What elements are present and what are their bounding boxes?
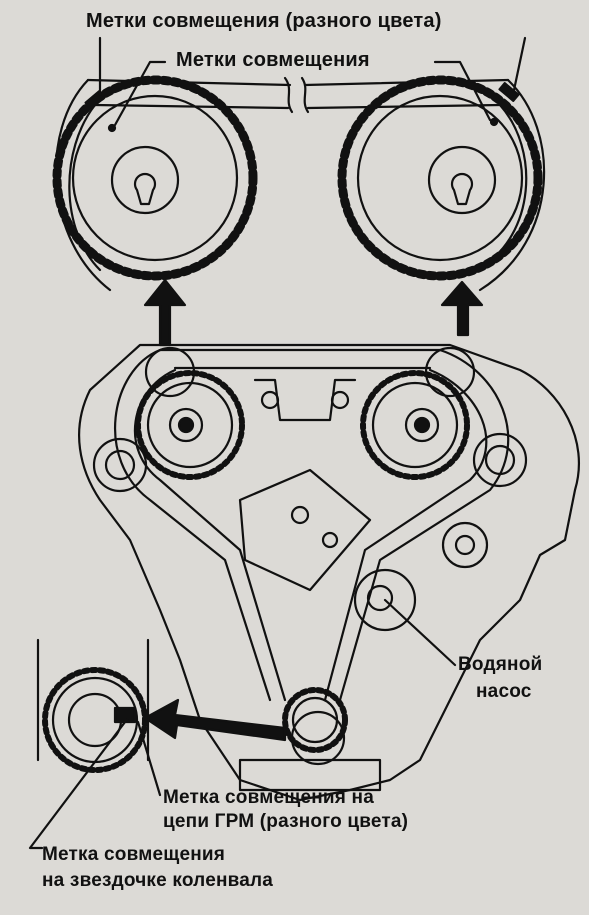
center-bolt-1: [260, 390, 280, 410]
left-chain-top-inner: [93, 103, 290, 110]
inset-sprocket-teeth: [42, 667, 148, 773]
chain-break-right: [300, 76, 310, 114]
inset-colored-link: [113, 706, 137, 724]
label-top-marks-colored: Метки совмещения (разного цвета): [86, 10, 442, 32]
right-cam-sprocket: [360, 370, 470, 480]
up-arrow-left: [143, 278, 187, 347]
label-chain-mark-line2: цепи ГРМ (разного цвета): [163, 811, 409, 832]
leader-crank-mark: [28, 716, 130, 850]
top-detail-view: [52, 36, 546, 292]
crank-inset: [28, 638, 162, 850]
up-arrow-right: [440, 280, 484, 337]
right-idler: [472, 432, 528, 488]
leader-top-marks-right: [433, 60, 492, 122]
label-crank-mark-line2: на звездочке коленвала: [42, 870, 274, 891]
water-pump: [353, 521, 489, 632]
left-idler: [92, 437, 148, 493]
leader-chain-mark: [136, 720, 162, 797]
center-body: [238, 468, 372, 592]
leader-top-marks-left: [113, 60, 167, 127]
left-arrow: [143, 698, 287, 742]
right-chain-upper: [478, 103, 528, 270]
center-bolt-4: [321, 531, 339, 549]
left-cam-sprocket: [135, 370, 245, 480]
label-top-marks: Метки совмещения: [176, 49, 370, 71]
right-sprocket-dot-mark: [489, 117, 499, 127]
right-chain-top-inner: [306, 103, 502, 110]
left-mark-callout: [144, 346, 196, 398]
right-mark-callout: [424, 346, 476, 398]
center-bolt-2: [330, 390, 350, 410]
right-chain-outer: [478, 78, 546, 292]
left-sprocket-dot-mark: [107, 123, 117, 133]
timing-chain-right-inner: [323, 368, 488, 702]
label-chain-mark-line1: Метка совмещения на: [163, 787, 374, 808]
engine-front-view: [78, 343, 580, 802]
timing-chain-right: [338, 348, 510, 702]
label-water-pump-line2: насос: [476, 681, 532, 702]
chain-break-left: [283, 76, 294, 114]
crank-mark-callout: [290, 710, 346, 766]
engine-outline: [78, 343, 580, 802]
right-colored-link-mark: [498, 82, 520, 102]
timing-chain-left: [114, 348, 272, 702]
center-bolt-3: [290, 505, 310, 525]
right-cam-sprocket-large: [337, 75, 543, 281]
label-crank-mark-line1: Метка совмещения: [42, 844, 226, 865]
timing-chain-left-inner: [133, 368, 287, 702]
left-cam-sprocket-large: [52, 75, 258, 281]
leader-top-colored-right: [512, 36, 527, 92]
lower-plate: [238, 758, 382, 792]
center-bracket: [253, 378, 357, 422]
leader-water-pump: [383, 598, 457, 667]
label-water-pump-line1: Водяной: [458, 654, 543, 675]
